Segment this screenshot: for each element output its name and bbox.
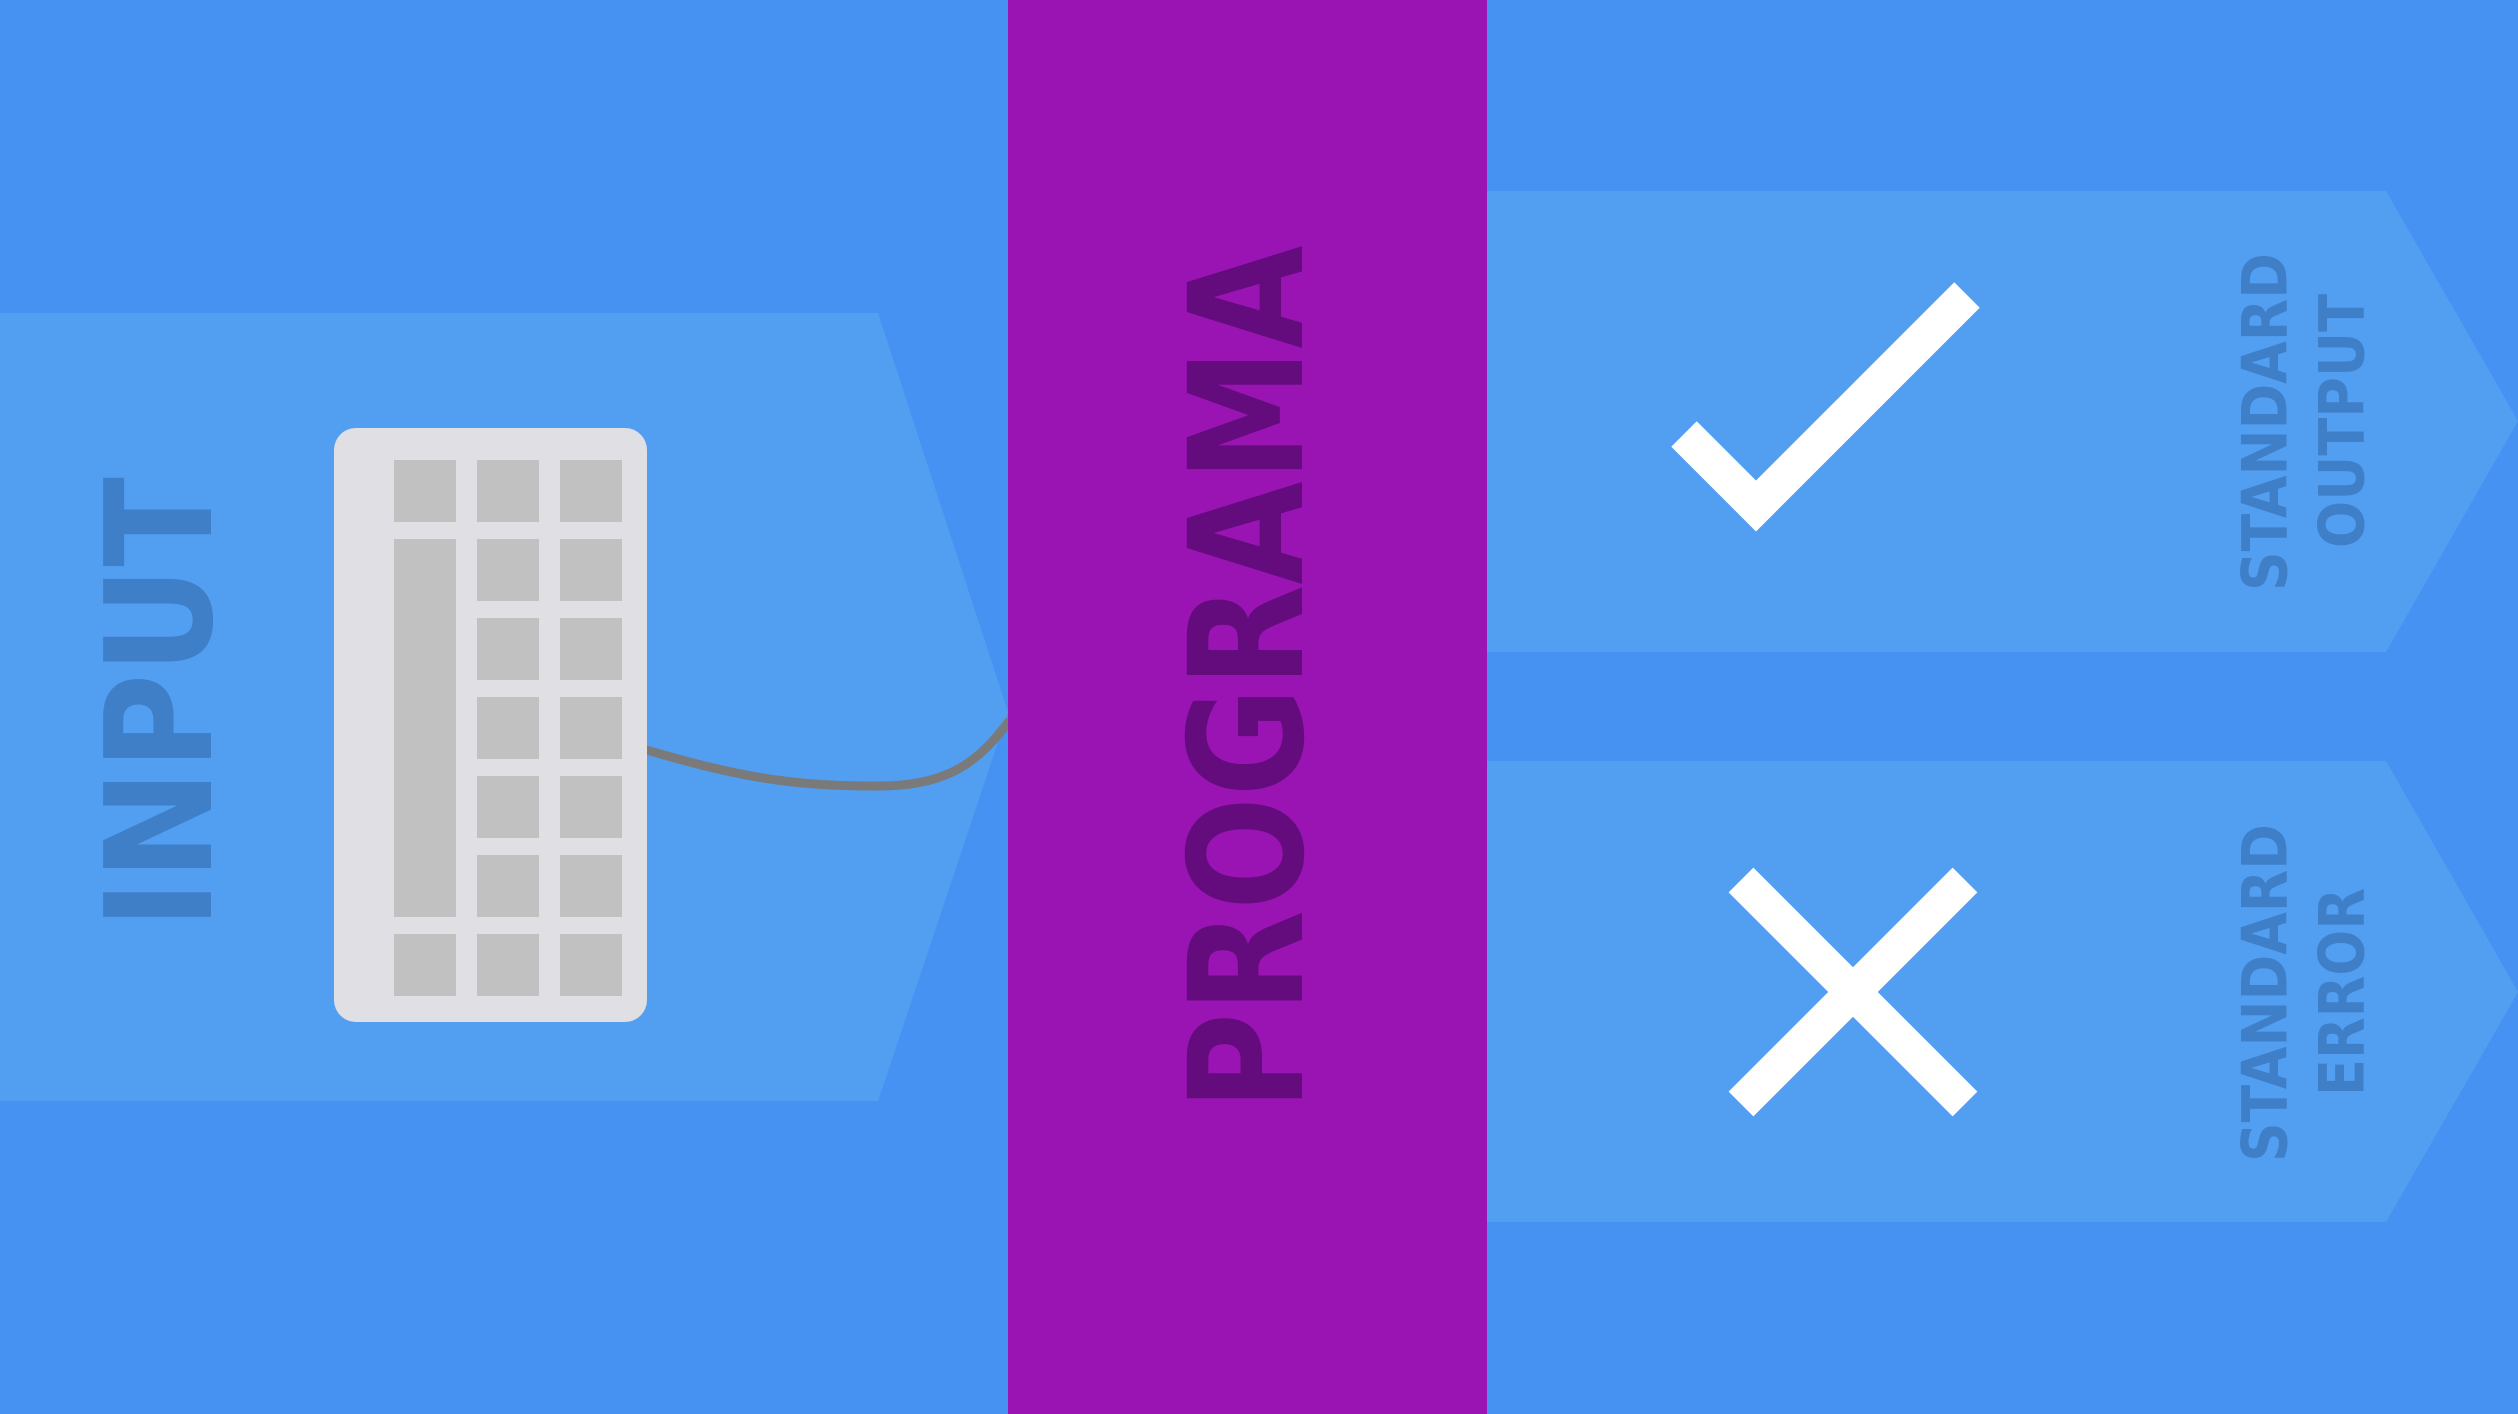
keyboard-key bbox=[560, 618, 622, 680]
keyboard-key bbox=[560, 697, 622, 759]
keyboard-key bbox=[560, 460, 622, 522]
output-arrow bbox=[1487, 191, 2518, 652]
output-label-line2: OUTPUT bbox=[2306, 294, 2379, 548]
error-label-line1: STANDARD bbox=[2229, 824, 2302, 1162]
program-label: PROGRAMA bbox=[1156, 246, 1340, 1111]
checkmark-icon bbox=[1671, 282, 1980, 532]
keyboard-key bbox=[477, 855, 539, 917]
program-band bbox=[1008, 0, 1487, 1414]
input-label: INPUT bbox=[74, 477, 246, 929]
keyboard-key bbox=[477, 460, 539, 522]
keyboard-key bbox=[477, 697, 539, 759]
keyboard-key bbox=[477, 776, 539, 838]
keyboard-cable bbox=[638, 717, 1014, 791]
keyboard-icon bbox=[334, 428, 647, 1022]
keyboard-key bbox=[560, 776, 622, 838]
error-label-line2: ERROR bbox=[2306, 888, 2379, 1096]
keyboard-key bbox=[477, 934, 539, 996]
keyboard-key bbox=[560, 934, 622, 996]
keyboard-key bbox=[560, 539, 622, 601]
cross-icon bbox=[1728, 867, 1978, 1117]
cross-stroke-2 bbox=[1728, 867, 1978, 1117]
keyboard-keys bbox=[394, 460, 622, 996]
keyboard-key bbox=[560, 855, 622, 917]
keyboard-key bbox=[477, 539, 539, 601]
output-label-line1: STANDARD bbox=[2229, 253, 2302, 591]
keyboard-key bbox=[394, 539, 456, 917]
keyboard-key bbox=[394, 934, 456, 996]
keyboard-key bbox=[477, 618, 539, 680]
keyboard-key bbox=[394, 460, 456, 522]
